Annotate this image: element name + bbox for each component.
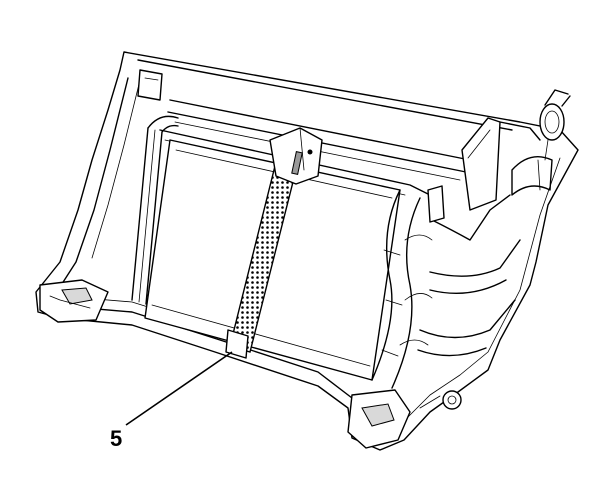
callout-label-5: 5 <box>110 426 122 451</box>
leader-line <box>125 351 233 426</box>
left-tube <box>131 115 179 305</box>
top-left-tab <box>137 69 163 101</box>
upper-right-bracket <box>461 117 553 211</box>
right-duct-assembly <box>371 189 521 389</box>
retaining-strap <box>225 127 323 359</box>
outlet-pipe <box>539 89 571 161</box>
left-mounting-foot <box>39 279 109 323</box>
center-clip <box>427 185 445 223</box>
right-mounting-foot <box>347 389 462 449</box>
